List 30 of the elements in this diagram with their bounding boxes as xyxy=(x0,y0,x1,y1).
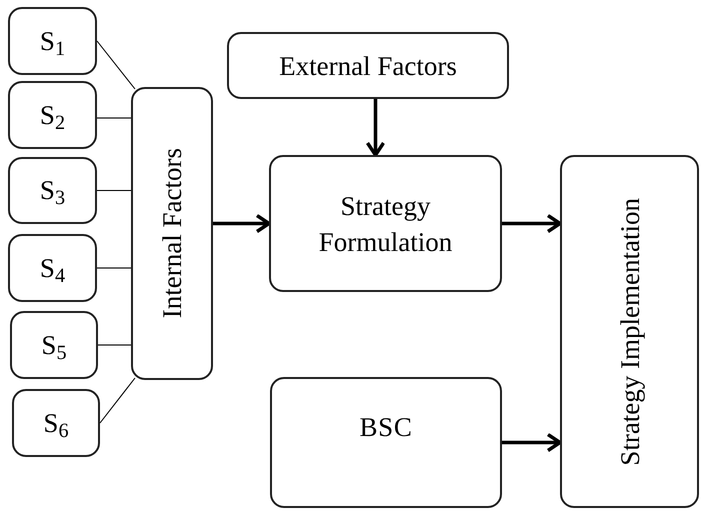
connector-line xyxy=(98,344,132,346)
node-label: S$_{2}$ xyxy=(40,102,66,128)
node-label: S$_{6}$ xyxy=(43,410,69,436)
connector-line xyxy=(100,378,136,424)
arrow xyxy=(502,214,562,234)
arrow xyxy=(213,214,271,234)
node-label: Strategy Formulation xyxy=(318,190,454,258)
node-label: Strategy Implementation xyxy=(614,198,646,466)
node-label: S$_{3}$ xyxy=(40,177,66,204)
rounded-box xyxy=(270,377,502,508)
rounded-box xyxy=(10,311,98,379)
rounded-box xyxy=(8,157,97,224)
connector-line xyxy=(96,40,136,90)
rounded-box xyxy=(560,155,699,508)
rounded-box xyxy=(131,87,213,380)
node-label: S$_{4}$ xyxy=(40,254,66,282)
rounded-box xyxy=(8,234,97,302)
node-label: BSC xyxy=(359,414,413,441)
rounded-box xyxy=(12,389,100,457)
node-label: S$_{1}$ xyxy=(40,28,66,54)
connector-line xyxy=(96,190,132,191)
node-label: S$_{5}$ xyxy=(41,332,67,358)
node-label: Internal Factors xyxy=(156,148,188,319)
rounded-box xyxy=(269,155,502,292)
rounded-box xyxy=(8,7,97,75)
rounded-box xyxy=(227,32,509,99)
arrow xyxy=(366,99,386,157)
rounded-box xyxy=(8,81,97,149)
arrow xyxy=(502,432,562,452)
node-label: External Factors xyxy=(278,50,458,82)
